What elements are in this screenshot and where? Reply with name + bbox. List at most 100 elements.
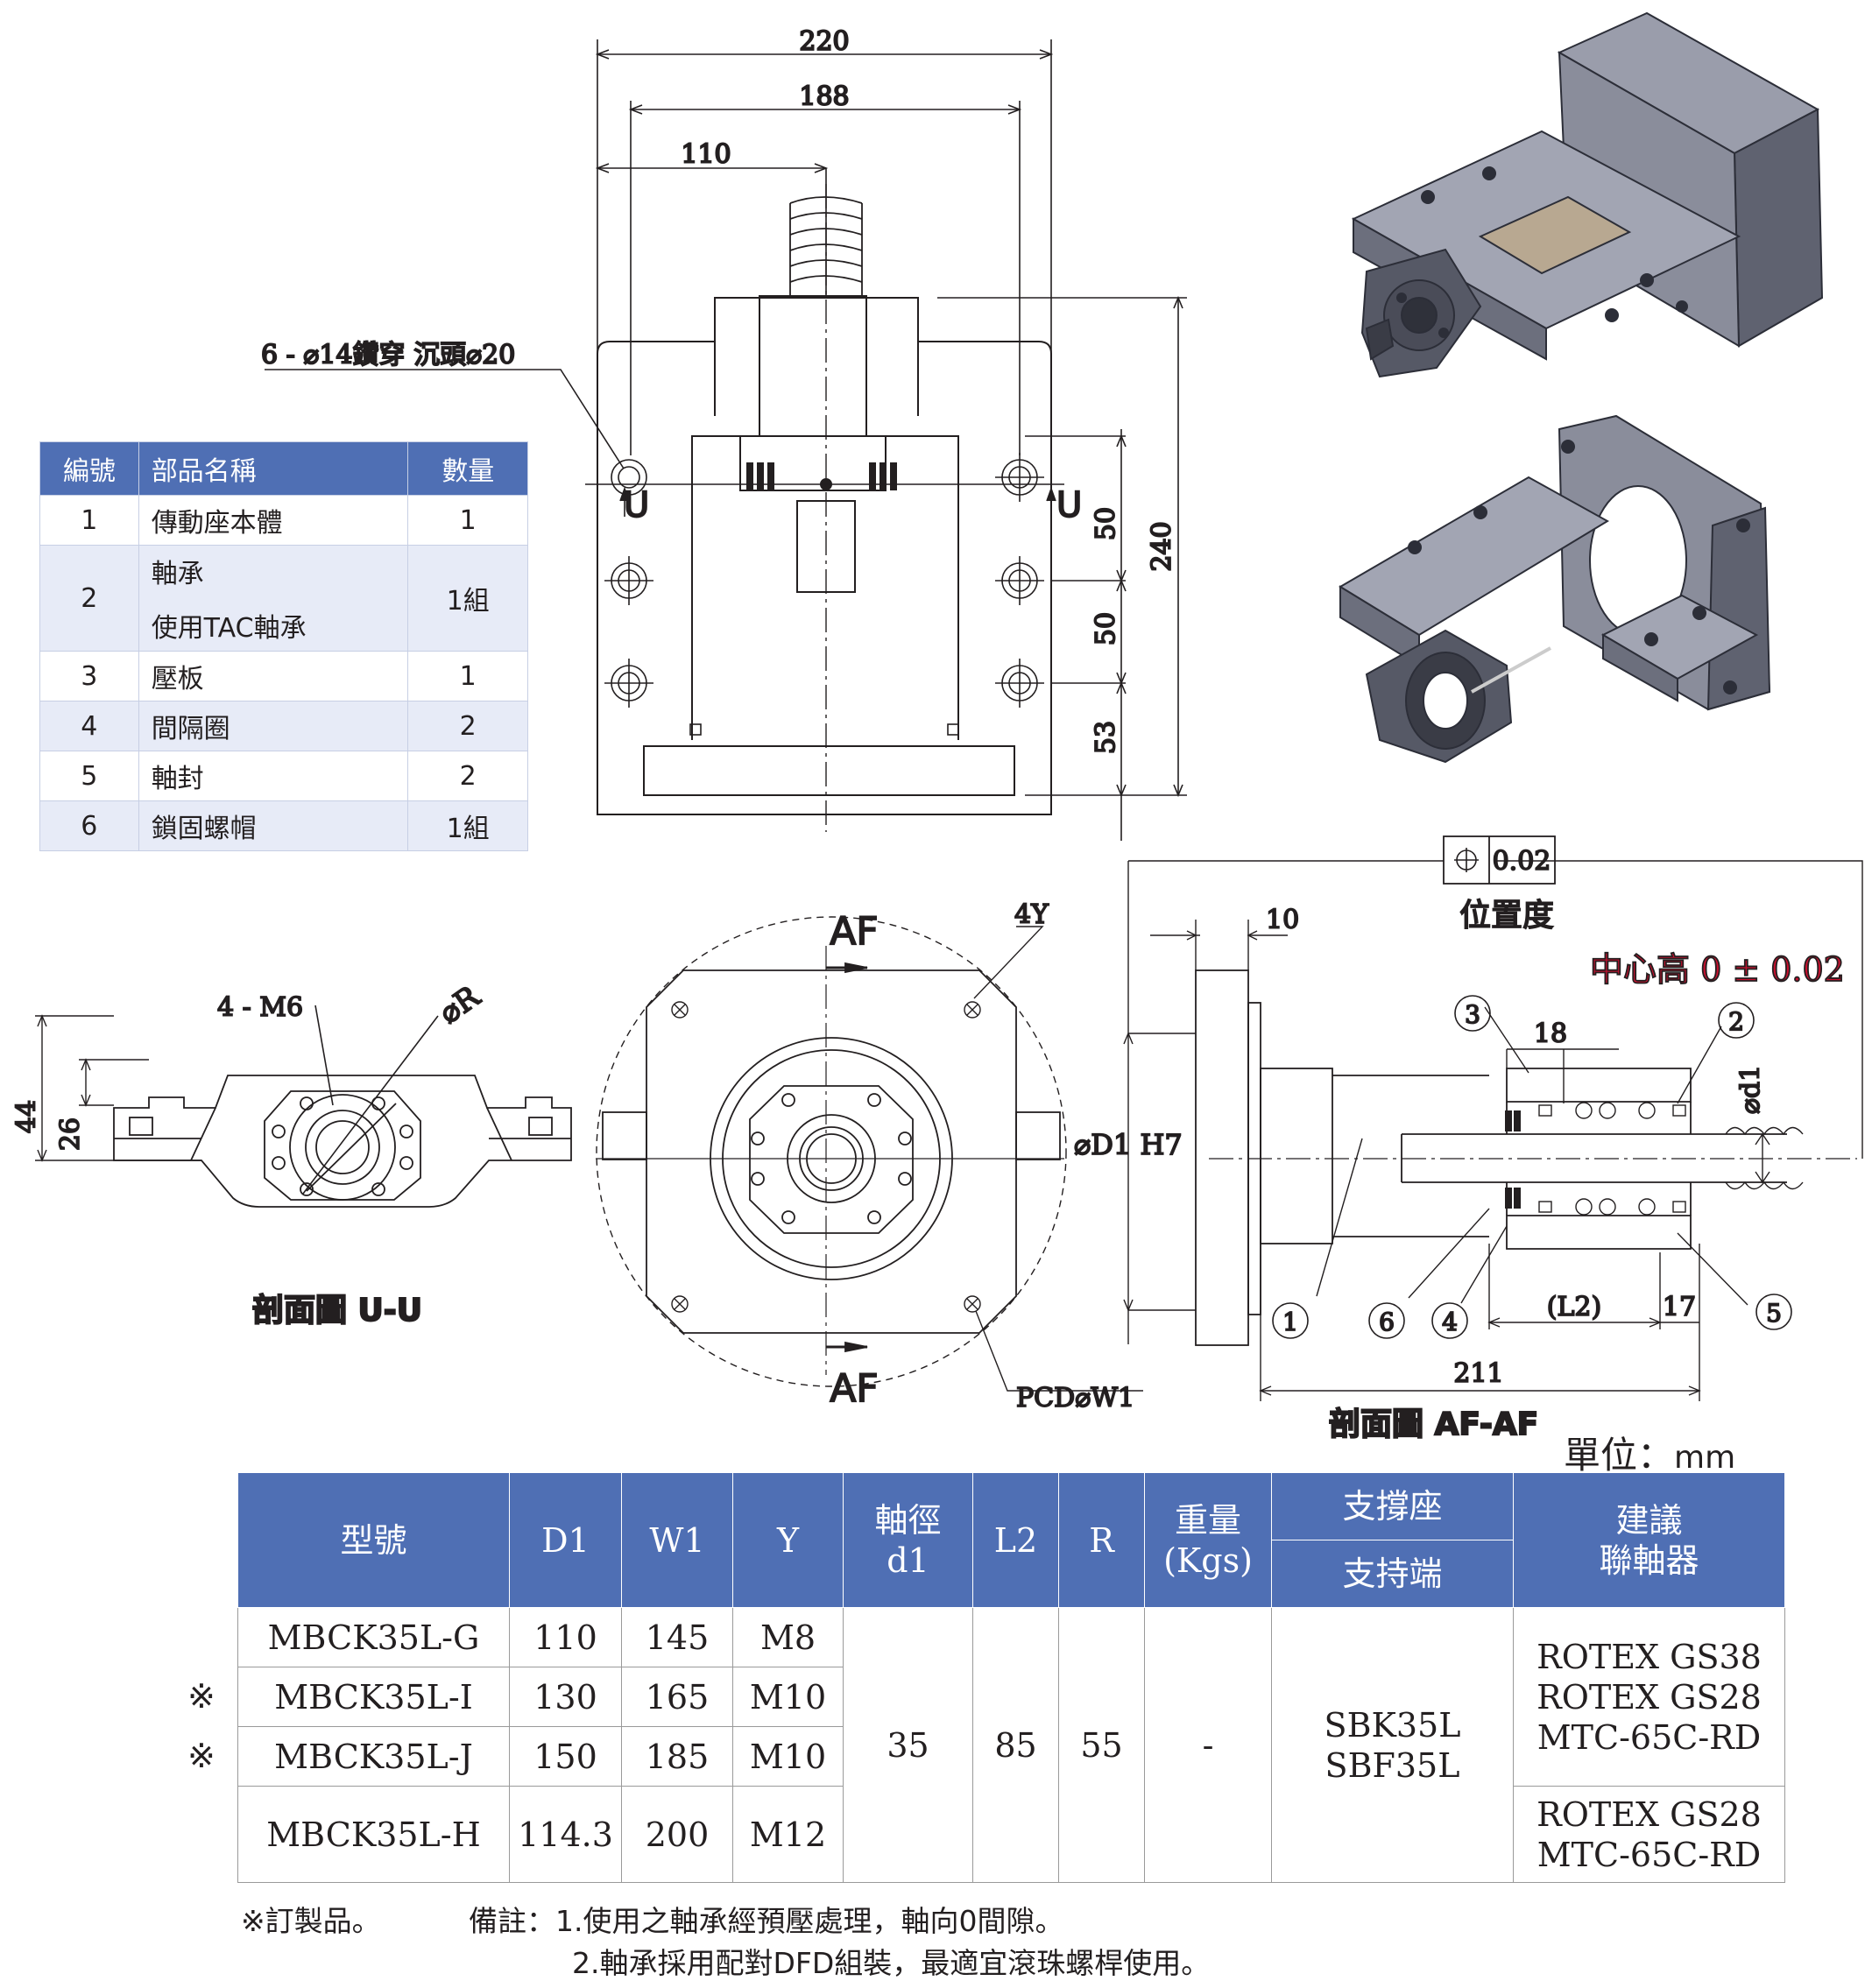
spec-d1: 130: [509, 1667, 622, 1727]
unit-label: 單位：mm: [1564, 1426, 1735, 1479]
spec-r: 55: [1058, 1607, 1145, 1883]
parts-table: 編號 部品名稱 數量 1 傳動座本體 1 2 軸承使用TAC軸承 1組 3 壓板…: [39, 441, 528, 851]
part-qty: 1: [407, 495, 528, 546]
part-no: 5: [39, 751, 139, 801]
af-bottom-label: AF: [830, 1366, 878, 1411]
spec-y: M12: [732, 1786, 844, 1883]
top-outline: [597, 297, 1052, 815]
part-qty: 1組: [407, 545, 528, 652]
af-top-label: AF: [830, 909, 878, 954]
spec-model: MBCK35L-G: [237, 1607, 510, 1667]
spec-header-model: 型號: [237, 1472, 510, 1608]
section-uu-title: 剖面圖 U-U: [252, 1293, 422, 1329]
screw-thread: [789, 196, 863, 296]
section-af-af: 1 2 3 4 5 6 0.02 位置度 中心高 0 ± 0.02 10 18 …: [1073, 835, 1863, 1401]
balloon-1: 1: [1282, 1308, 1298, 1336]
unit-label-text: 單位：: [1564, 1434, 1675, 1477]
spec-header-support-end: 支持端: [1271, 1540, 1514, 1608]
spec-header-r: R: [1058, 1472, 1145, 1608]
af-screw-thread: [1725, 1126, 1804, 1190]
part-no: 6: [39, 800, 139, 851]
spec-w1: 145: [621, 1607, 733, 1667]
spec-y: M10: [732, 1726, 844, 1787]
af-pcd: PCD⌀W1: [1016, 1383, 1134, 1413]
custom-mark: ※: [187, 1737, 215, 1775]
uu-dim-44: 44: [11, 1100, 42, 1133]
notes-line-1: ※訂製品。備註：1.使用之軸承經預壓處理，軸向0間隙。: [241, 1900, 1210, 1942]
balloon-2: 2: [1728, 1007, 1744, 1036]
part-name-line2: 使用TAC軸承: [151, 613, 307, 644]
spec-model: MBCK35L-J: [237, 1726, 510, 1787]
remark-2: 2.軸承採用配對DFD組裝，最適宜滾珠螺桿使用。: [572, 1946, 1211, 1980]
spec-support-2: SBF35L: [1325, 1745, 1460, 1785]
spec-y: M10: [732, 1667, 844, 1727]
dim-240: 240: [1147, 521, 1177, 571]
bottom-foot: [643, 745, 1015, 796]
render-assembly-motor: [1351, 11, 1824, 378]
unit-value: mm: [1674, 1440, 1736, 1476]
section-af-front: AF AF 4Y PCD⌀W1: [596, 899, 1143, 1414]
part-qty: 2: [407, 751, 528, 801]
part-name: 軸封: [138, 751, 409, 801]
position-tolerance-label: 位置度: [1459, 898, 1554, 934]
spec-model: MBCK35L-I: [237, 1667, 510, 1727]
position-tolerance-value: 0.02: [1493, 846, 1551, 877]
dim-17: 17: [1663, 1292, 1696, 1322]
uu-m6: 4 - M6: [217, 992, 303, 1023]
spec-header-coupling: 建議聯軸器: [1513, 1472, 1785, 1608]
spec-shaft: 35: [843, 1607, 973, 1883]
spec-header-w1: W1: [621, 1472, 733, 1608]
part-name: 壓板: [138, 651, 409, 701]
dim-shaft-d1: ⌀d1: [1735, 1065, 1766, 1114]
spec-header-d1: D1: [509, 1472, 622, 1608]
spec-coupling-b-2: MTC-65C-RD: [1536, 1835, 1762, 1874]
part-name: 鎖固螺帽: [138, 800, 409, 851]
part-no: 1: [39, 495, 139, 546]
spec-header-row-2: 支持端: [238, 1540, 1785, 1608]
spec-coupling-a-3: MTC-65C-RD: [1536, 1717, 1762, 1757]
position-tolerance-frame: [1443, 835, 1556, 885]
dim-d1-h7: ⌀D1 H7: [1074, 1128, 1183, 1161]
part-name: 軸承使用TAC軸承: [138, 545, 409, 652]
top-dim-lines: [265, 39, 1187, 841]
spec-w1: 200: [621, 1786, 733, 1883]
part-qty: 1組: [407, 800, 528, 851]
balloon-3: 3: [1465, 1000, 1480, 1029]
spec-y: M8: [732, 1607, 844, 1667]
spec-header-shaft-2: d1: [887, 1540, 929, 1580]
table-row: 3 壓板 1: [39, 651, 528, 701]
part-no: 4: [39, 701, 139, 751]
custom-mark: ※: [187, 1677, 215, 1716]
dim-211: 211: [1453, 1358, 1503, 1389]
table-row: MBCK35L-J 150 185 M10: [237, 1726, 1785, 1787]
balloon-5: 5: [1766, 1299, 1782, 1328]
dim-188: 188: [799, 81, 849, 112]
parts-header-qty: 數量: [407, 441, 528, 496]
hole-markers: [604, 453, 1044, 736]
dim-18: 18: [1534, 1019, 1567, 1049]
spec-header-l2: L2: [972, 1472, 1059, 1608]
uu-dim-26: 26: [55, 1117, 86, 1151]
spec-header-shaft-1: 軸徑: [874, 1500, 942, 1540]
table-row: 2 軸承使用TAC軸承 1組: [39, 545, 528, 652]
af-4y: 4Y: [1014, 899, 1049, 930]
spec-header-weight-2: (Kgs): [1163, 1540, 1253, 1580]
balloon-4: 4: [1442, 1308, 1458, 1336]
spec-header-weight: 重量(Kgs): [1144, 1472, 1272, 1608]
spec-header-coupling-2: 聯軸器: [1599, 1540, 1699, 1580]
dim-110: 110: [681, 139, 731, 170]
bearing-housing: [759, 295, 867, 437]
table-row: 5 軸封 2: [39, 751, 528, 801]
section-u-left: U: [624, 485, 649, 525]
part-name-line1: 軸承: [151, 559, 204, 589]
part-no: 3: [39, 651, 139, 701]
parts-header-row: 編號 部品名稱 數量: [39, 441, 528, 496]
spec-header-y: Y: [732, 1472, 844, 1608]
section-af-title: 剖面圖 AF-AF: [1329, 1406, 1538, 1442]
spec-coupling-a-1: ROTEX GS38: [1536, 1637, 1762, 1676]
